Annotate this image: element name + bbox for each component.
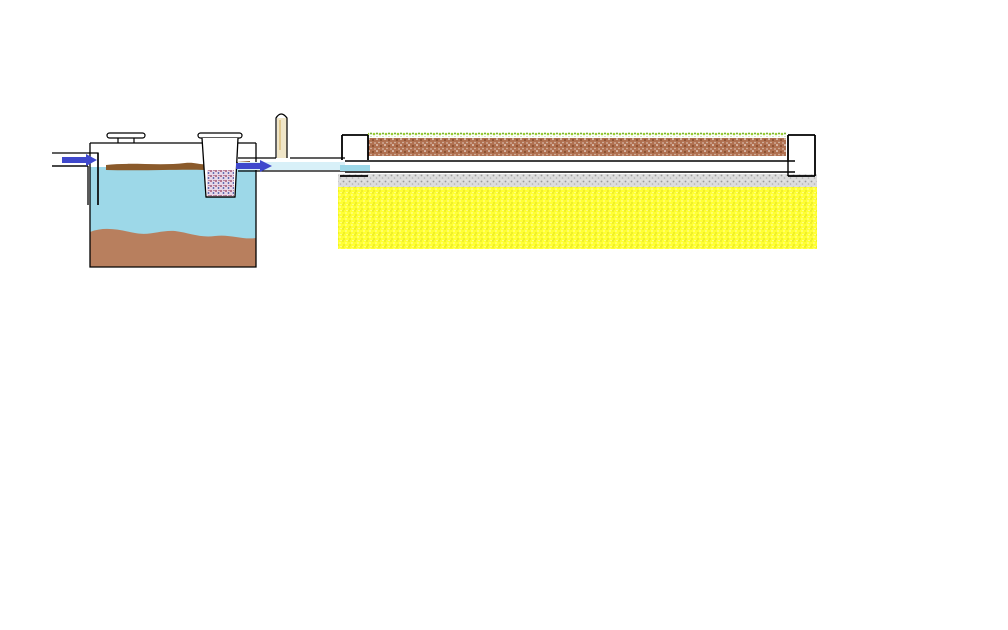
outlet-arrow-icon [236,160,272,172]
drain-left-end [340,134,369,177]
effluent-filter-media [207,170,234,196]
distribution-pipe [345,160,795,173]
gravel-layer [338,174,817,187]
outlet-pipe [238,157,345,172]
grass-layer [368,132,786,137]
vent-pipe [275,113,288,158]
access-cover-right [197,132,243,139]
sand-layer [338,187,817,249]
drain-right-end [787,134,816,177]
tank-wall [89,143,257,268]
tank-scum-layer [106,162,205,171]
soil-cover-layer [368,138,786,156]
drain-field [338,132,817,249]
septic-tank [52,132,345,268]
access-cover-left [106,132,146,139]
inlet-arrow-icon [62,154,97,166]
tank-sludge-layer [90,228,256,267]
